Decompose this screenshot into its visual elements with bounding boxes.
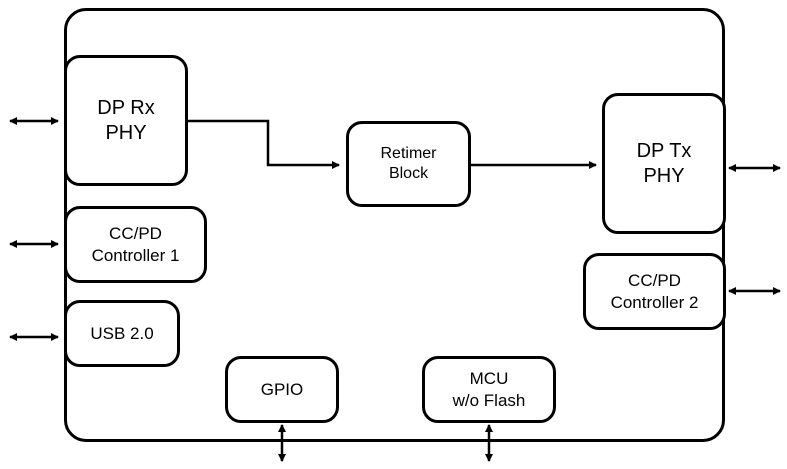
ccpd1-line2: Controller 1 (91, 245, 180, 265)
mcu-block: MCU w/o Flash (422, 356, 556, 423)
mcu-line2: w/o Flash (452, 390, 526, 410)
gpio-line1: GPIO (260, 379, 304, 399)
rx-to-retimer-arrow (188, 119, 340, 169)
retimer-block: Retimer Block (346, 121, 471, 207)
ccpd-controller-1-block: CC/PD Controller 1 (64, 206, 207, 283)
ccpd-controller-2-block: CC/PD Controller 2 (583, 253, 726, 330)
ccpd2-line2: Controller 2 (610, 292, 699, 312)
dp-rx-line2: PHY (105, 121, 147, 144)
mcu-line1: MCU (469, 369, 509, 389)
dp-rx-phy-block: DP Rx PHY (64, 55, 188, 186)
usb-2-block: USB 2.0 (64, 300, 180, 367)
usb-line1: USB 2.0 (90, 323, 154, 343)
dp-tx-line2: PHY (643, 164, 685, 187)
dp-rx-line1: DP Rx (97, 96, 155, 119)
dp-tx-phy-block: DP Tx PHY (602, 93, 726, 234)
dp-tx-line1: DP Tx (636, 139, 692, 162)
gpio-block: GPIO (225, 356, 339, 423)
retimer-line2: Block (388, 165, 429, 182)
ccpd2-line1: CC/PD (628, 271, 681, 291)
retimer-line1: Retimer (380, 145, 437, 162)
ccpd1-line1: CC/PD (109, 224, 162, 244)
